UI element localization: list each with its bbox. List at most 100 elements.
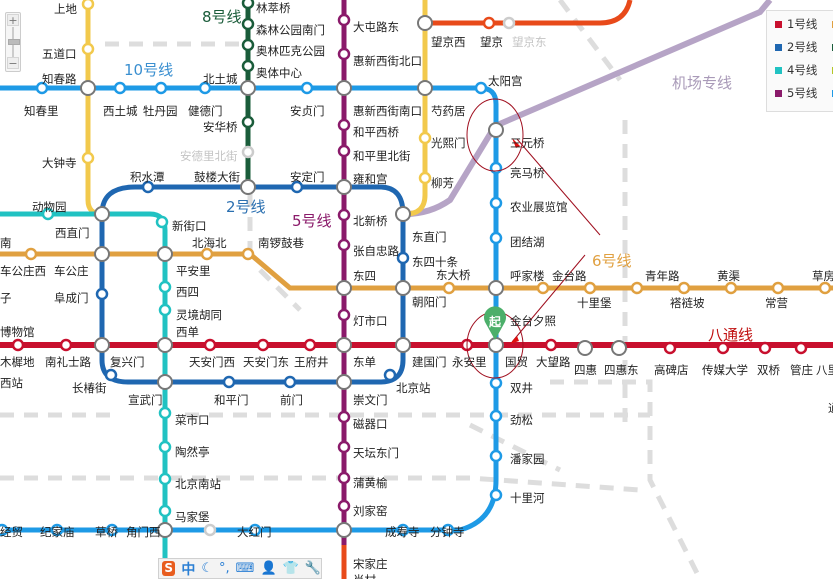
station-label[interactable]: 三元桥	[510, 136, 545, 150]
station-label[interactable]: 北新桥	[353, 214, 388, 228]
station-label[interactable]: 望京东	[512, 35, 547, 49]
station-label[interactable]: 国贸	[505, 355, 528, 369]
station-label[interactable]: 牡丹园	[143, 104, 178, 118]
station-label[interactable]: 南锣鼓巷	[258, 236, 304, 250]
zoom-control[interactable]: + −	[5, 12, 21, 72]
station-label[interactable]: 东四十条	[412, 255, 458, 269]
station-label[interactable]: 四惠东	[604, 363, 639, 377]
station-label[interactable]: 西站	[0, 376, 23, 390]
station-label[interactable]: 东大桥	[436, 268, 471, 282]
station-label[interactable]: 草桥	[95, 525, 118, 539]
station-label[interactable]: 团结湖	[510, 235, 545, 249]
station-label[interactable]: 经贸	[0, 525, 23, 539]
station-label[interactable]: 成寿寺	[385, 525, 420, 539]
station-label[interactable]: 分钟寺	[430, 525, 465, 539]
station-label[interactable]: 东直门	[412, 230, 447, 244]
station-label[interactable]: 奥体中心	[256, 66, 302, 80]
station-label[interactable]: 刘家窑	[353, 504, 388, 518]
station-label[interactable]: 西四	[176, 285, 199, 299]
station-label[interactable]: 木樨地	[0, 355, 35, 369]
legend-item-line1[interactable]: 1号线	[775, 16, 833, 32]
station-label[interactable]: 高碑店	[654, 363, 689, 377]
station-label[interactable]: 张自忠路	[353, 244, 399, 258]
legend-item-line5[interactable]: 5号线	[775, 85, 833, 101]
station-label[interactable]: 天坛东门	[353, 446, 399, 460]
user-icon[interactable]: 👤	[260, 561, 277, 576]
station-label[interactable]: 菜市口	[175, 413, 210, 427]
station-label[interactable]: 长椿街	[72, 381, 107, 395]
station-label[interactable]: 天安门西	[189, 355, 235, 369]
ime-toolbar[interactable]: S 中 ☾ °, ⌨ 👤 👕 🔧	[158, 558, 322, 579]
station-label[interactable]: 东单	[353, 355, 376, 369]
station-label[interactable]: 安定门	[290, 170, 325, 184]
station-label[interactable]: 南礼士路	[45, 355, 91, 369]
station-label[interactable]: 动物园	[32, 200, 67, 214]
station-label[interactable]: 北土城	[203, 72, 238, 86]
station-label[interactable]: 通	[828, 401, 833, 415]
zoom-slider-thumb[interactable]	[8, 39, 20, 45]
station-label[interactable]: 十里堡	[577, 296, 612, 310]
station-label[interactable]: 惠新西街南口	[353, 104, 422, 118]
station-label[interactable]: 磁器口	[353, 417, 388, 431]
station-label[interactable]: 车公庄	[54, 264, 89, 278]
station-label[interactable]: 雍和宫	[353, 172, 388, 186]
station-label[interactable]: 前门	[280, 393, 303, 407]
station-label[interactable]: 劲松	[510, 413, 533, 427]
keyboard-icon[interactable]: ⌨	[235, 561, 255, 576]
station-label[interactable]: 黄渠	[717, 269, 740, 283]
station-label[interactable]: 知春路	[42, 72, 77, 86]
station-label[interactable]: 安德里北街	[180, 149, 238, 163]
legend-item-line4[interactable]: 4号线	[775, 62, 833, 78]
station-label[interactable]: 惠新西街北口	[353, 54, 422, 68]
station-label[interactable]: 纪家庙	[40, 525, 75, 539]
station-label[interactable]: 大屯路东	[353, 20, 399, 34]
station-label[interactable]: 潘家园	[510, 452, 545, 466]
station-label[interactable]: 平安里	[176, 264, 211, 278]
station-label[interactable]: 褡裢坡	[670, 296, 705, 310]
station-label[interactable]: 肖村	[353, 573, 376, 579]
zoom-out-button[interactable]: −	[7, 57, 19, 70]
station-label[interactable]: 大红门	[237, 525, 272, 539]
station-label[interactable]: 东四	[353, 269, 376, 283]
station-label[interactable]: 呼家楼	[510, 269, 545, 283]
station-label[interactable]: 金台夕照	[510, 314, 556, 328]
tools-icon[interactable]: 🔧	[304, 561, 321, 576]
station-label[interactable]: 太阳宫	[488, 74, 523, 88]
station-label[interactable]: 南	[0, 236, 12, 250]
station-label[interactable]: 四惠	[574, 363, 597, 377]
station-label[interactable]: 林萃桥	[256, 1, 291, 15]
station-label[interactable]: 八里	[816, 363, 833, 377]
station-dots[interactable]	[0, 0, 832, 537]
station-label[interactable]: 阜成门	[54, 291, 89, 305]
station-label[interactable]: 森林公园南门	[256, 23, 325, 37]
station-label[interactable]: 望京西	[431, 35, 466, 49]
station-label[interactable]: 双井	[510, 381, 533, 395]
station-label[interactable]: 鼓楼大街	[194, 170, 240, 184]
sogou-logo-icon[interactable]: S	[162, 561, 176, 576]
station-label[interactable]: 青年路	[645, 269, 680, 283]
station-label[interactable]: 望京	[480, 35, 503, 49]
station-label[interactable]: 北京南站	[175, 477, 221, 491]
station-label[interactable]: 马家堡	[175, 510, 210, 524]
station-label[interactable]: 子	[0, 291, 12, 305]
skin-icon[interactable]: 👕	[282, 561, 299, 576]
station-label[interactable]: 亮马桥	[510, 166, 545, 180]
station-label[interactable]: 积水潭	[130, 170, 165, 184]
station-label[interactable]: 知春里	[24, 104, 59, 118]
station-label[interactable]: 芍药居	[431, 104, 466, 118]
station-label[interactable]: 十里河	[510, 491, 545, 505]
station-label[interactable]: 安贞门	[290, 104, 325, 118]
station-label[interactable]: 宣武门	[128, 393, 163, 407]
station-label[interactable]: 柳芳	[431, 176, 454, 190]
station-label[interactable]: 崇文门	[353, 393, 388, 407]
station-label[interactable]: 灯市口	[353, 314, 388, 328]
chinese-mode-toggle[interactable]: 中	[181, 561, 196, 578]
station-label[interactable]: 北海北	[192, 236, 227, 250]
station-label[interactable]: 蒲黄榆	[353, 476, 388, 490]
punctuation-icon[interactable]: °,	[219, 561, 230, 576]
station-label[interactable]: 陶然亭	[175, 445, 210, 459]
station-label[interactable]: 草房	[812, 269, 833, 283]
transfer-stations[interactable]	[80, 15, 627, 538]
station-label[interactable]: 双桥	[757, 363, 780, 377]
station-label[interactable]: 朝阳门	[412, 295, 447, 309]
